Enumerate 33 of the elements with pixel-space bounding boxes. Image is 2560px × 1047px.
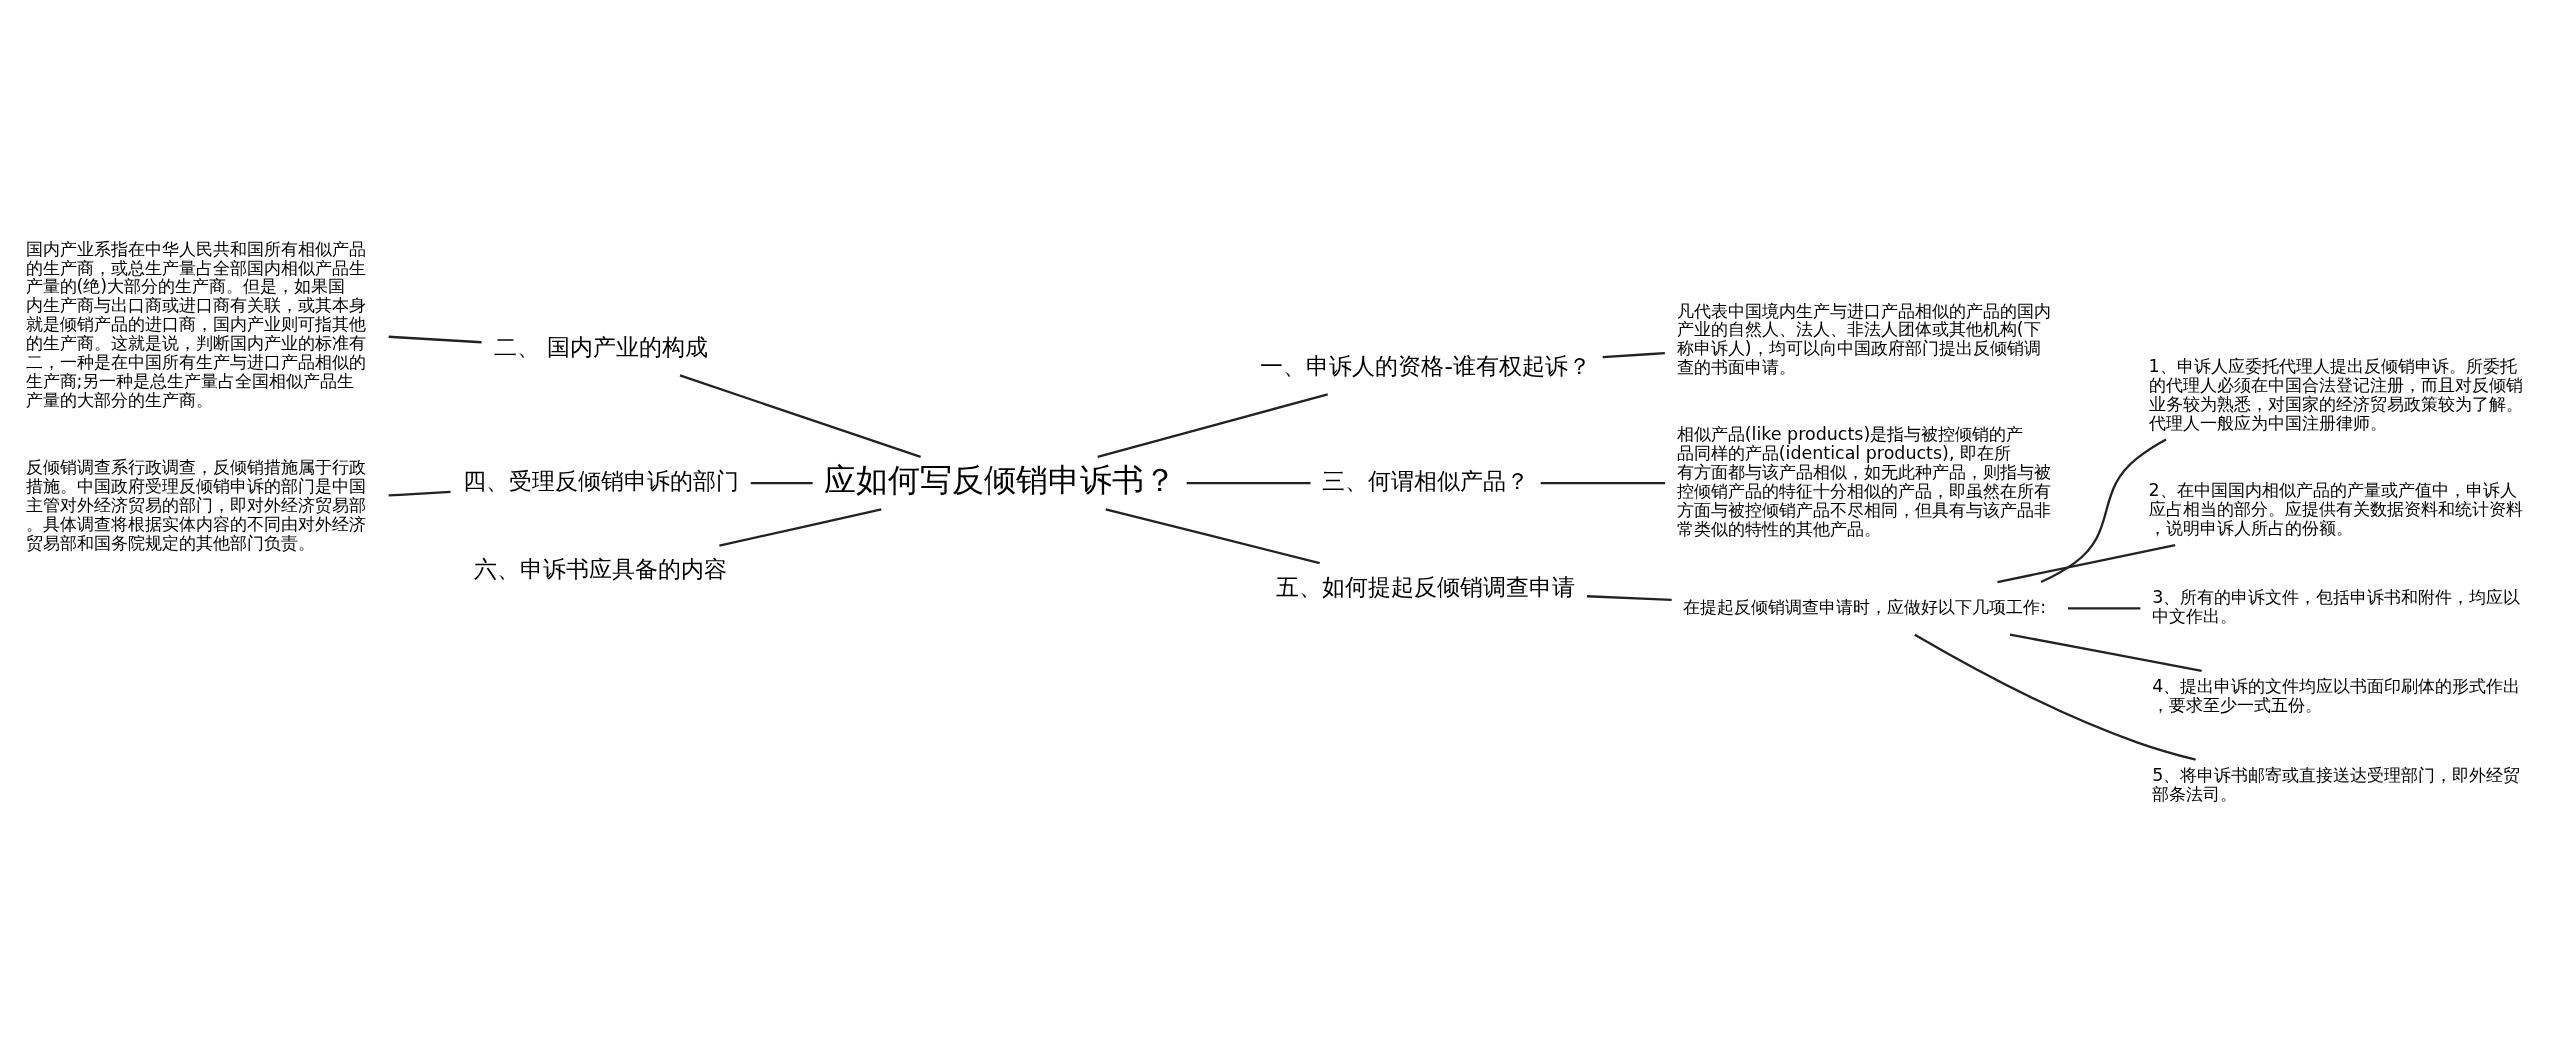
connector: [1105, 508, 1320, 565]
node-text: 国内产业系指在中华人民共和国所有相似产品的生产商，或总生产量占全部国内相似产品生产量的(绝)大部分的生产商。但是，如果国内生产商与出口商或进口商有关联，或其本身就是倾销产品的进口商，国内产业则可指其他的生产商。这就是说，判断国内产业的标准有二，一种是在中国所有生产与进口产品相似的生产商;另一种是总生产量占全国相似产品生产量的大部分的生产商。: [25, 238, 366, 411]
connector: [2040, 438, 2167, 584]
connector: [1914, 633, 2196, 761]
node-text: 2、在中国国内相似产品的产量或产值中，申诉人应占相当的部分。应提供有关数据资料和统计资料，说明申诉人所占的份额。: [2148, 480, 2523, 539]
connector: [750, 481, 813, 485]
connector: [2068, 607, 2141, 610]
node-text: 相似产品(like products)是指与被控倾销的产品同样的产品(identical products), 即在所有方面都与该产品相似，如无此种产品，则指与被控倾销产品的特征十分相似的产品，即虽然在所有方面与被控倾销产品不尽相同，但具有与该产品非常类似的特性的其他产品。: [1676, 424, 2051, 539]
connector: [1997, 543, 2176, 584]
connector: [679, 374, 921, 458]
node-text: 一、申诉人的资格-谁有权起诉？: [1260, 351, 1591, 379]
node-text: 凡代表中国境内生产与进口产品相似的产品的国内产业的自然人、法人、非法人团体或其他机构(下称申诉人)，均可以向中国政府部门提出反倾销调查的书面申请。: [1676, 300, 2051, 378]
node-text: 1、申诉人应委托代理人提出反倾销申诉。所委托的代理人必须在中国合法登记注册，而且对反倾销业务较为熟悉，对国家的经济贸易政策较为了解。代理人一般应为中国注册律师。: [2148, 355, 2523, 433]
connector: [719, 508, 882, 547]
node-text: 三、何谓相似产品？: [1322, 466, 1530, 494]
node-text: 二、 国内产业的构成: [493, 332, 708, 360]
connector: [388, 335, 482, 344]
connector: [1097, 393, 1328, 458]
connector: [1540, 481, 1666, 485]
node-text: 5、将申诉书邮寄或直接送达受理部门，即外经贸部条法司。: [2152, 765, 2521, 804]
connector: [1586, 595, 1672, 602]
connector: [388, 490, 451, 497]
node-text: 应如何写反倾销申诉书？: [823, 461, 1176, 500]
node-text: 四、受理反倾销申诉的部门: [462, 466, 739, 494]
connector: [2009, 633, 2202, 673]
node-text: 在提起反倾销调查申请时，应做好以下几项工作:: [1683, 596, 2047, 617]
node-text: 反倾销调查系行政调查，反倾销措施属于行政措施。中国政府受理反倾销申诉的部门是中国主管对外经济贸易的部门，即对外经济贸易部。具体调查将根据实体内容的不同由对外经济贸易部和国务院规定的其他部门负责。: [25, 457, 366, 553]
node-text: 六、申诉书应具备的内容: [474, 555, 728, 583]
node-text: 4、提出申诉的文件均应以书面印刷体的形式作出，要求至少一式五份。: [2152, 676, 2521, 716]
node-text: 五、如何提起反倾销调查申请: [1276, 572, 1576, 600]
node-text: 3、所有的申诉文件，包括申诉书和附件，均应以中文作出。: [2152, 587, 2521, 627]
connector: [1186, 481, 1311, 485]
connector: [1602, 352, 1665, 359]
